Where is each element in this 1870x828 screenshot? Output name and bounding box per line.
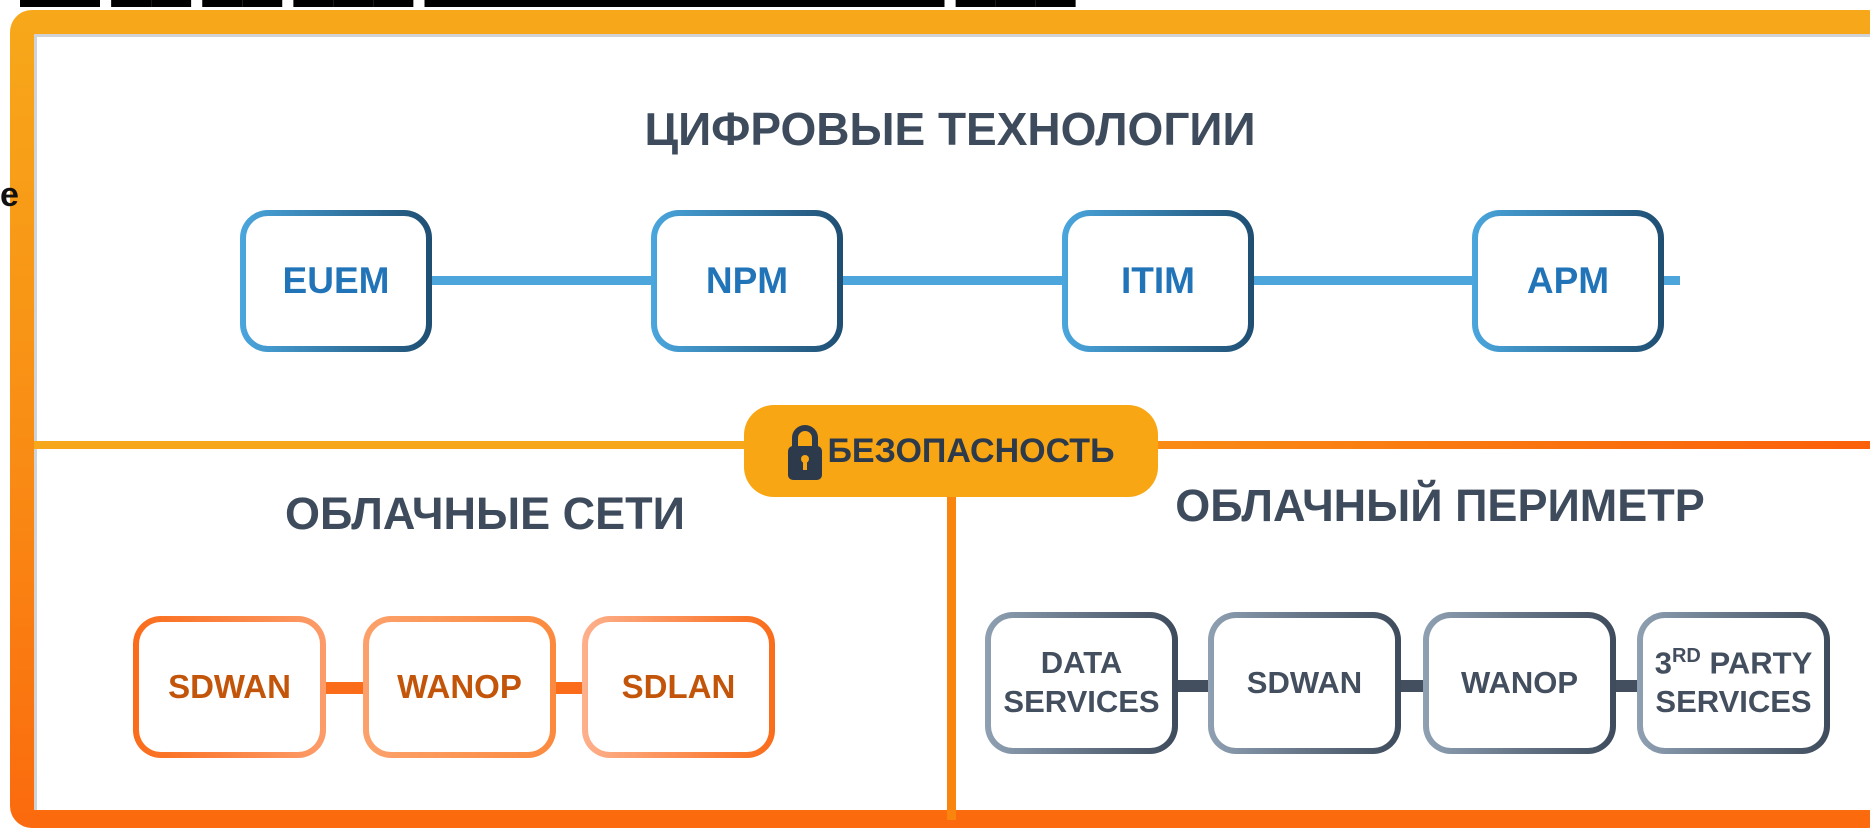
perimeter-node-wanop: WANOP [1423, 612, 1616, 754]
perimeter-node-line: DATA [1040, 645, 1123, 681]
section-divider-vertical [947, 490, 956, 820]
perimeter-node-third-party-services: 3RD PARTY SERVICES [1637, 612, 1830, 754]
cloud-network-node-sdlan: SDLAN [582, 616, 775, 758]
perimeter-node-sdwan: SDWAN [1208, 612, 1401, 754]
perimeter-node-line: WANOP [1460, 664, 1579, 700]
digital-node-itim: ITIM [1062, 210, 1254, 352]
cloud-network-node-sdwan: SDWAN [133, 616, 326, 758]
perimeter-node-line: SDWAN [1246, 664, 1363, 700]
digital-technologies-title: ЦИФРОВЫЕ ТЕХНОЛОГИИ [644, 103, 1256, 155]
lock-icon [788, 425, 823, 480]
perimeter-node-data-services: DATA SERVICES [985, 612, 1178, 754]
security-label: БЕЗОПАСНОСТЬ [827, 431, 1115, 470]
cloud-networks-title: ОБЛАЧНЫЕ СЕТИ [285, 488, 685, 539]
party-word: PARTY [1700, 645, 1813, 681]
section-divider-left [34, 441, 764, 449]
ordinal-suffix: RD [1671, 645, 1701, 668]
digital-node-euem: EUEM [240, 210, 432, 352]
cloud-network-node-wanop: WANOP [363, 616, 556, 758]
security-badge: БЕЗОПАСНОСТЬ [744, 405, 1158, 497]
digital-node-apm: APM [1472, 210, 1664, 352]
perimeter-node-line: 3RD PARTY [1655, 644, 1813, 683]
cloud-perimeter-title: ОБЛАЧНЫЙ ПЕРИМЕТР [1175, 480, 1705, 531]
perimeter-node-line: SERVICES [1655, 684, 1812, 720]
perimeter-node-line: SERVICES [1003, 684, 1160, 719]
stray-letter: e [0, 176, 19, 214]
digital-connector [430, 276, 1680, 285]
ordinal-number: 3 [1654, 645, 1672, 681]
section-divider-right [1150, 441, 1870, 449]
digital-node-npm: NPM [651, 210, 843, 352]
